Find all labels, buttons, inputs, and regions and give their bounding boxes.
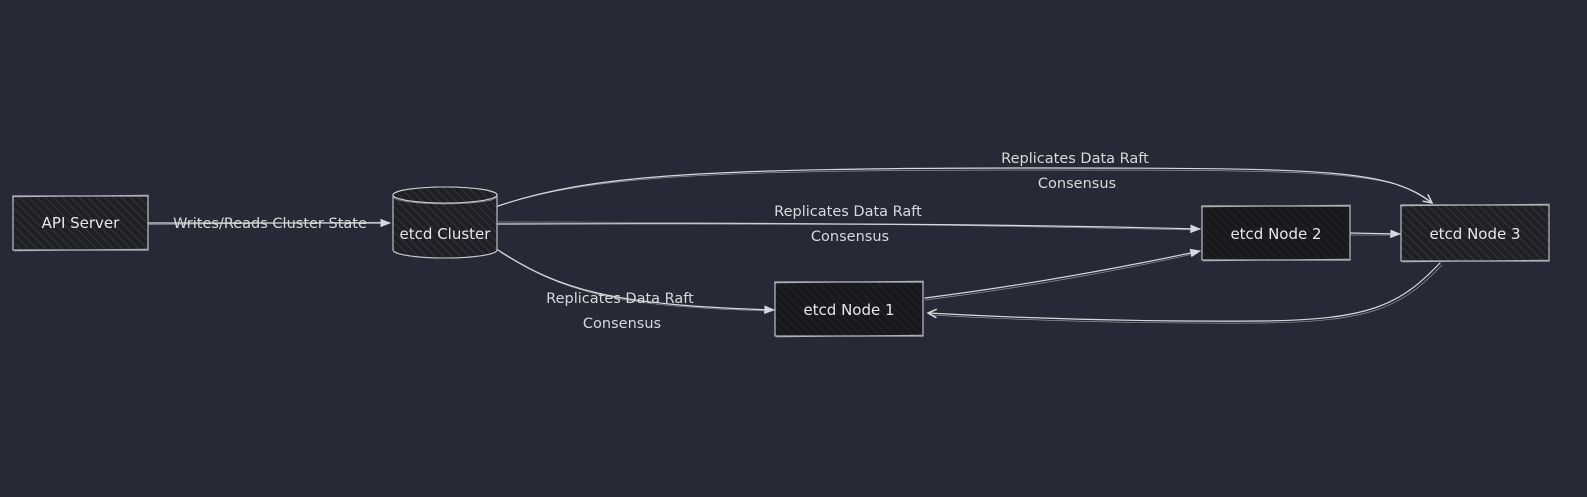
edge-node1-to-node2	[924, 248, 1202, 299]
edge-node3-to-node1-sketch	[929, 264, 1443, 324]
edges-layer	[147, 167, 1443, 324]
edge-label-cluster-to-node2-line2: Consensus	[811, 229, 889, 245]
edge-label-cluster-to-node3-line2: Consensus	[1038, 176, 1116, 192]
edge-cluster-to-node2-sketch	[497, 221, 1199, 231]
node-api-server-label: API Server	[42, 214, 121, 232]
edge-cluster-to-node1-sketch	[499, 251, 773, 312]
node-etcd-node-1[interactable]: etcd Node 1	[773, 280, 925, 338]
edge-label-api-to-cluster: Writes/Reads Cluster State	[173, 216, 367, 232]
edge-label-cluster-to-node2-line1: Replicates Data Raft	[774, 204, 922, 220]
edge-cluster-to-node3-sketch	[499, 169, 1431, 206]
node-etcd-node-3-label: etcd Node 3	[1429, 225, 1520, 243]
edge-labels-layer: Writes/Reads Cluster State Replicates Da…	[173, 151, 1149, 332]
node-etcd-node-2[interactable]: etcd Node 2	[1200, 204, 1352, 262]
edge-label-cluster-to-node3-line1: Replicates Data Raft	[1001, 151, 1149, 167]
edge-api-to-cluster-sketch	[147, 221, 389, 225]
edge-node3-to-node1	[928, 262, 1441, 322]
edge-node1-to-node2-sketch	[924, 252, 1199, 301]
node-etcd-node-1-label: etcd Node 1	[803, 301, 894, 319]
node-api-server[interactable]: API Server	[11, 194, 150, 252]
edge-label-cluster-to-node1-line2: Consensus	[583, 316, 661, 332]
node-etcd-cluster-label: etcd Cluster	[400, 225, 492, 243]
edge-cluster-to-node1	[497, 249, 776, 315]
edge-label-cluster-to-node1-line1: Replicates Data Raft	[546, 291, 694, 307]
node-etcd-node-2-label: etcd Node 2	[1230, 225, 1321, 243]
edge-cluster-to-node3	[497, 167, 1432, 207]
edge-node2-to-node3	[1349, 229, 1402, 239]
node-etcd-node-3[interactable]: etcd Node 3	[1399, 203, 1551, 263]
nodes-layer: API Server etcd Cluster etcd Node 1 etcd…	[11, 186, 1551, 338]
node-etcd-cluster[interactable]: etcd Cluster	[392, 186, 498, 259]
